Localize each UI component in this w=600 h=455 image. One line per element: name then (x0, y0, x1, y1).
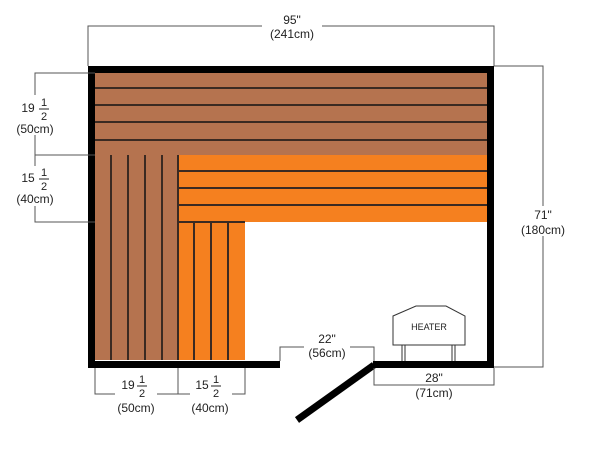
svg-text:2: 2 (41, 111, 47, 123)
svg-text:71": 71" (534, 208, 552, 222)
upper-bench (95, 73, 487, 360)
upper-bench-bottom-dimension: 19 1 2 (50cm) (94, 368, 179, 415)
svg-text:2: 2 (41, 181, 47, 193)
svg-text:2: 2 (213, 388, 219, 400)
lower-bench (177, 155, 487, 360)
walls (88, 66, 494, 368)
svg-text:(56cm): (56cm) (308, 346, 345, 360)
lower-bench-bottom-dimension: 15 1 2 (40cm) (178, 368, 246, 415)
svg-text:15: 15 (21, 171, 35, 185)
svg-text:(71cm): (71cm) (415, 386, 452, 400)
svg-text:(241cm): (241cm) (270, 27, 314, 41)
svg-text:95": 95" (283, 13, 301, 27)
upper-bench-left-dimension: 19 1 2 (50cm) (14, 72, 95, 156)
heater-wall-dimension: 28" (71cm) (373, 368, 495, 401)
width-dimension: 95" (241cm) (87, 13, 495, 66)
door (294, 362, 377, 423)
svg-text:(50cm): (50cm) (16, 122, 53, 136)
svg-text:28": 28" (425, 371, 443, 385)
svg-text:1: 1 (139, 374, 145, 386)
heater: HEATER (392, 305, 466, 361)
svg-text:15: 15 (195, 378, 209, 392)
heater-label: HEATER (411, 322, 447, 332)
svg-text:(180cm): (180cm) (521, 223, 565, 237)
svg-text:1: 1 (41, 167, 47, 179)
depth-dimension: 71" (180cm) (494, 65, 568, 368)
svg-text:(40cm): (40cm) (191, 401, 228, 415)
svg-text:19: 19 (21, 101, 35, 115)
svg-text:1: 1 (41, 97, 47, 109)
door-dimension: 22" (56cm) (279, 332, 375, 362)
svg-text:(40cm): (40cm) (16, 192, 53, 206)
svg-text:(50cm): (50cm) (117, 401, 154, 415)
lower-bench-left-dimension: 15 1 2 (40cm) (14, 154, 95, 223)
svg-text:22": 22" (318, 332, 336, 346)
svg-text:1: 1 (213, 374, 219, 386)
svg-text:19: 19 (121, 378, 135, 392)
svg-text:2: 2 (139, 388, 145, 400)
